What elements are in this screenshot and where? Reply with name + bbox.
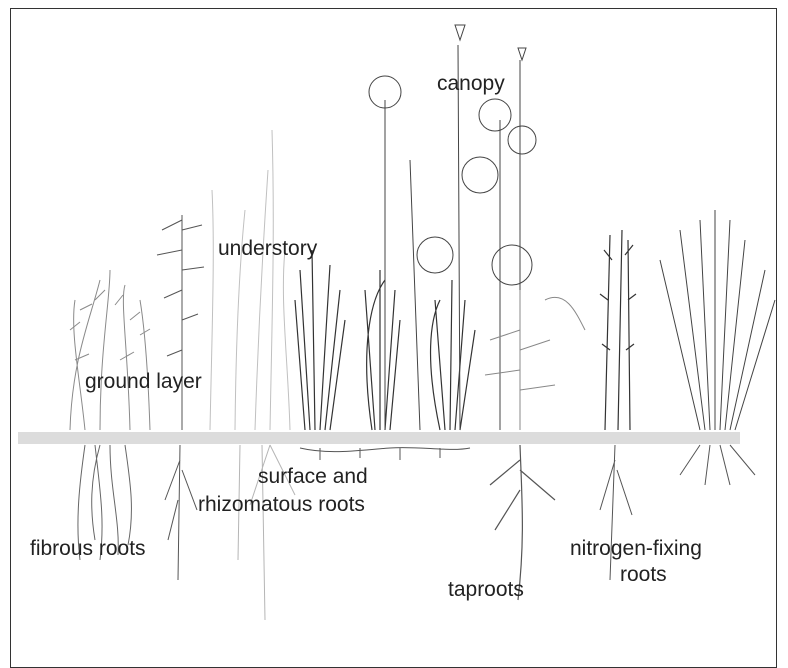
understory-grasses xyxy=(210,130,290,430)
nitrogen-fixing-plant xyxy=(600,230,636,430)
tall-grass-right xyxy=(660,210,775,430)
ground-layer-grass xyxy=(70,270,150,430)
nitrogen-fixing-label-line1: nitrogen-fixing xyxy=(570,537,702,560)
goldenrod-roots xyxy=(165,445,197,580)
tall-grass-roots xyxy=(680,445,755,485)
taproot xyxy=(490,445,555,600)
surface-rhizomatous-roots xyxy=(300,448,470,460)
canopy-label: canopy xyxy=(437,72,505,95)
nitrogen-fixing-label-line2: roots xyxy=(620,563,667,586)
understory-label: understory xyxy=(218,237,317,260)
bunch-grass-middle xyxy=(365,270,400,430)
bunch-grass-left xyxy=(295,250,345,430)
soil-line xyxy=(18,432,740,444)
ground-layer-label: ground layer xyxy=(85,370,202,393)
surface-roots-label-line1: surface and xyxy=(258,465,368,488)
fibrous-roots-label: fibrous roots xyxy=(30,537,146,560)
taproots-label: taproots xyxy=(448,578,524,601)
bunch-grass-right xyxy=(431,280,475,430)
goldenrod-plant xyxy=(157,215,204,430)
surface-roots-label-line2: rhizomatous roots xyxy=(198,493,365,516)
